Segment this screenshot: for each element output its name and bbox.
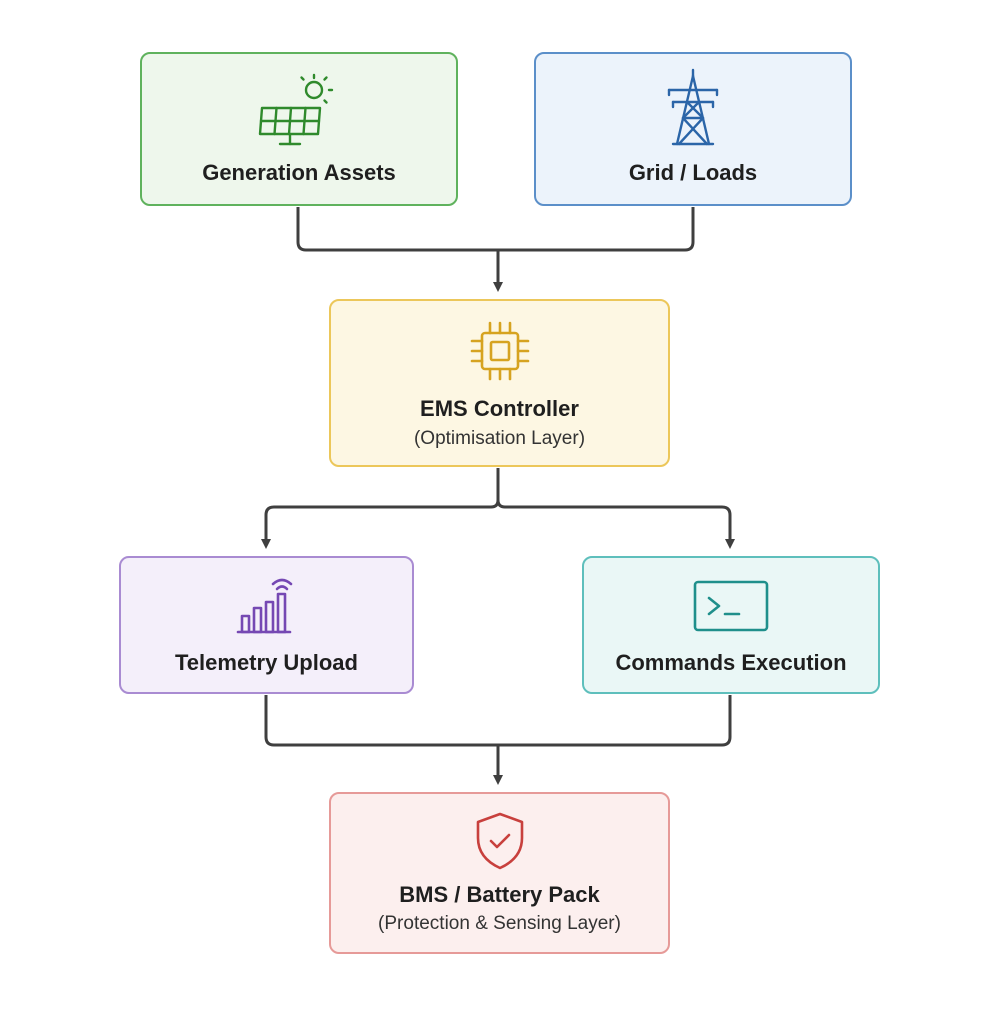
- commands-execution-title: Commands Execution: [615, 650, 847, 675]
- solar-panel-icon: [256, 72, 342, 157]
- connector-ems-down: [261, 468, 500, 549]
- bms-battery-pack-title: BMS / Battery Pack: [399, 882, 600, 907]
- grid-loads-title: Grid / Loads: [628, 160, 758, 185]
- grid-loads-box: Grid / Loads: [534, 52, 852, 206]
- connector-grid: [498, 207, 695, 252]
- connector-telemetry: [264, 695, 498, 747]
- connector-commands: [498, 695, 732, 747]
- telemetry-upload-title: Telemetry Upload: [175, 650, 358, 675]
- cpu-chip-icon: [468, 319, 532, 388]
- ems-controller-title: EMS Controller: [420, 396, 579, 421]
- connector-ems-commands: [496, 499, 735, 549]
- generation-assets-title: Generation Assets: [202, 160, 396, 185]
- connector-generation: [296, 207, 498, 252]
- commands-execution-box: Commands Execution: [582, 556, 880, 694]
- shield-check-icon: [472, 810, 528, 877]
- bms-battery-pack-subtitle: (Protection & Sensing Layer): [378, 913, 621, 934]
- telemetry-upload-box: Telemetry Upload: [119, 556, 414, 694]
- bms-battery-pack-box: BMS / Battery Pack (Protection & Sensing…: [329, 792, 670, 954]
- ems-controller-box: EMS Controller (Optimisation Layer): [329, 299, 670, 467]
- generation-assets-box: Generation Assets: [140, 52, 458, 206]
- ems-controller-subtitle: (Optimisation Layer): [413, 428, 586, 449]
- transmission-tower-icon: [663, 68, 723, 153]
- signal-bars-icon: [236, 574, 298, 643]
- terminal-icon: [691, 578, 771, 639]
